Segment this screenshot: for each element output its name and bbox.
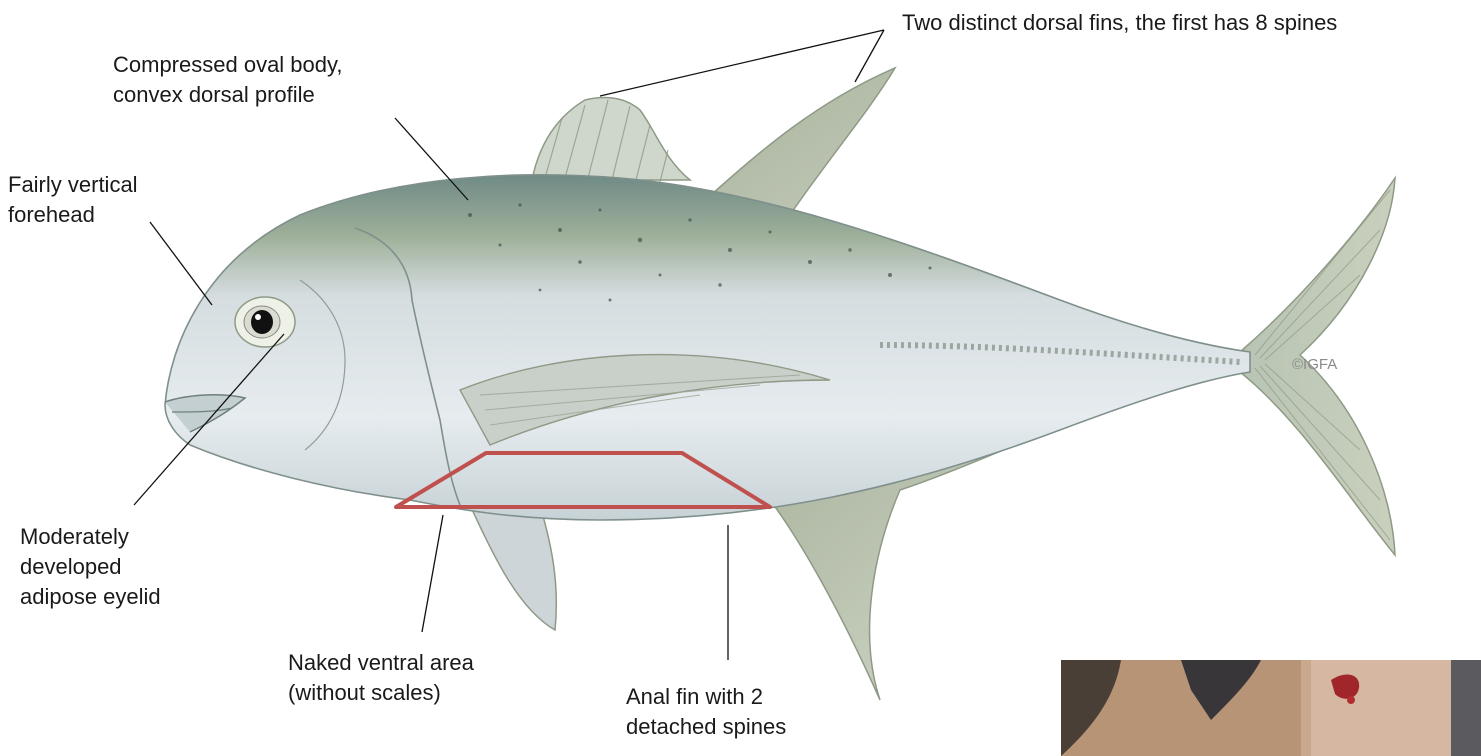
label-ventral-area: Naked ventral area (without scales) <box>288 648 474 708</box>
photo-thumbnail <box>1061 660 1481 756</box>
label-dorsal-fins: Two distinct dorsal fins, the first has … <box>902 8 1337 38</box>
label-forehead: Fairly vertical forehead <box>8 170 138 230</box>
copyright-credit: ©IGFA <box>1292 356 1337 373</box>
label-eyelid: Moderately developed adipose eyelid <box>20 522 161 612</box>
eye <box>235 297 295 347</box>
label-body: Compressed oval body, convex dorsal prof… <box>113 50 343 110</box>
label-anal-fin: Anal fin with 2 detached spines <box>626 682 786 742</box>
pelvic-fin <box>470 505 556 630</box>
